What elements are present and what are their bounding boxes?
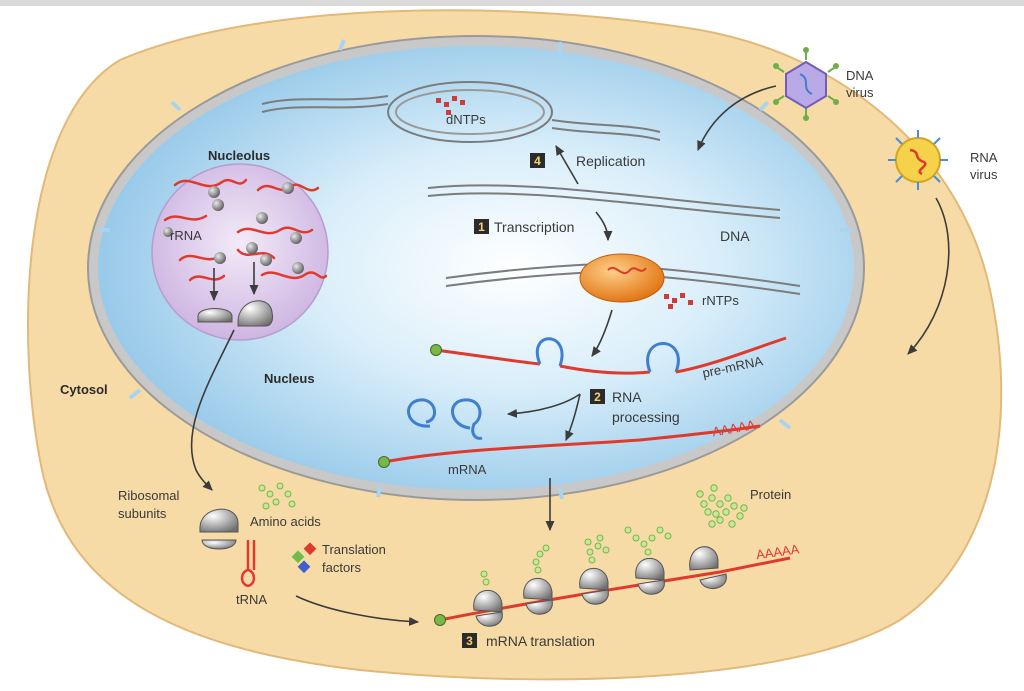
protein-label: Protein xyxy=(750,487,791,502)
arrow-rna-virus xyxy=(907,197,950,355)
cytosol-label: Cytosol xyxy=(60,382,108,397)
amino-acid-cluster xyxy=(258,482,296,510)
ribosomal-subunits-label-line2: subunits xyxy=(118,506,167,521)
polysome-mrna-cap xyxy=(434,614,446,626)
step-4-badge: 4 xyxy=(530,153,545,168)
nucleolus-label: Nucleolus xyxy=(208,148,270,163)
arrow-dna-virus xyxy=(697,85,777,152)
poly-a-label-nucleus: AAAAA xyxy=(711,417,757,439)
excised-introns xyxy=(407,398,483,440)
nucleolus-particles xyxy=(163,182,304,274)
arrow-to-replication xyxy=(555,145,579,185)
nucleus-label: Nucleus xyxy=(264,371,315,386)
dna-virus-label-line2: virus xyxy=(846,85,874,100)
rna-virus-icon xyxy=(888,130,948,190)
dntps-label: dNTPs xyxy=(446,112,486,127)
mrna-cap xyxy=(378,456,390,468)
dntp-dots xyxy=(436,96,465,115)
arrow-to-transcription xyxy=(595,211,613,242)
dna-virus-icon xyxy=(773,47,839,121)
svg-text:3: 3 xyxy=(466,634,473,648)
arrow-to-pre-mrna xyxy=(591,309,613,357)
rna-polymerase xyxy=(579,253,665,303)
rntp-dots xyxy=(664,293,693,309)
rntps-label: rNTPs xyxy=(702,293,739,308)
dna-template-strand xyxy=(427,184,781,219)
rna-processing-label-line2: processing xyxy=(612,409,680,425)
rna-virus-label-line2: virus xyxy=(970,167,998,182)
nascent-rna xyxy=(607,267,647,275)
nuclear-pores xyxy=(98,39,852,500)
transcription-label: Transcription xyxy=(494,219,574,235)
nucleus-interior xyxy=(98,46,854,490)
protein-cluster xyxy=(696,484,748,528)
amino-acids-label: Amino acids xyxy=(250,514,321,529)
large-subunit-nucleolus xyxy=(237,300,273,327)
step-2-badge: 2 xyxy=(590,389,605,404)
trna-icon xyxy=(240,540,256,588)
dna-replication-strands xyxy=(261,81,661,143)
rna-processing-label-line1: RNA xyxy=(612,389,642,405)
poly-a-label-cytosol: AAAAA xyxy=(755,541,800,562)
svg-text:4: 4 xyxy=(534,154,541,168)
translation-factors-label-line2: factors xyxy=(322,560,362,575)
translation-factors-icons xyxy=(291,542,317,574)
pre-mrna-molecule xyxy=(430,336,787,375)
rrna-label: rRNA xyxy=(170,228,202,243)
polysome-ribosomes xyxy=(473,546,727,627)
small-subunit-nucleolus xyxy=(197,308,233,323)
trna-label: tRNA xyxy=(236,592,267,607)
small-subunit-cytosol xyxy=(201,539,237,550)
top-border xyxy=(0,0,1024,6)
rna-virus-label-line1: RNA xyxy=(970,150,998,165)
mrna-translation-label: mRNA translation xyxy=(486,633,595,649)
dna-virus-label-line1: DNA xyxy=(846,68,874,83)
large-subunit-cytosol xyxy=(199,508,239,533)
arrow-to-translation xyxy=(295,595,420,627)
step-3-badge: 3 xyxy=(462,633,477,648)
arrow-subunit-export xyxy=(190,329,235,491)
svg-text:2: 2 xyxy=(594,390,601,404)
step-1-badge: 1 xyxy=(474,219,489,234)
arrow-to-introns xyxy=(506,393,581,418)
mrna-label: mRNA xyxy=(448,462,487,477)
replication-label: Replication xyxy=(576,153,645,169)
dna-label: DNA xyxy=(720,228,750,244)
mature-mrna xyxy=(383,424,761,464)
arrow-to-mrna xyxy=(565,393,581,442)
ribosomal-subunits-label-line1: Ribosomal xyxy=(118,488,180,503)
nascent-peptides xyxy=(480,526,672,586)
svg-text:1: 1 xyxy=(478,220,485,234)
translation-factors-label-line1: Translation xyxy=(322,542,386,557)
